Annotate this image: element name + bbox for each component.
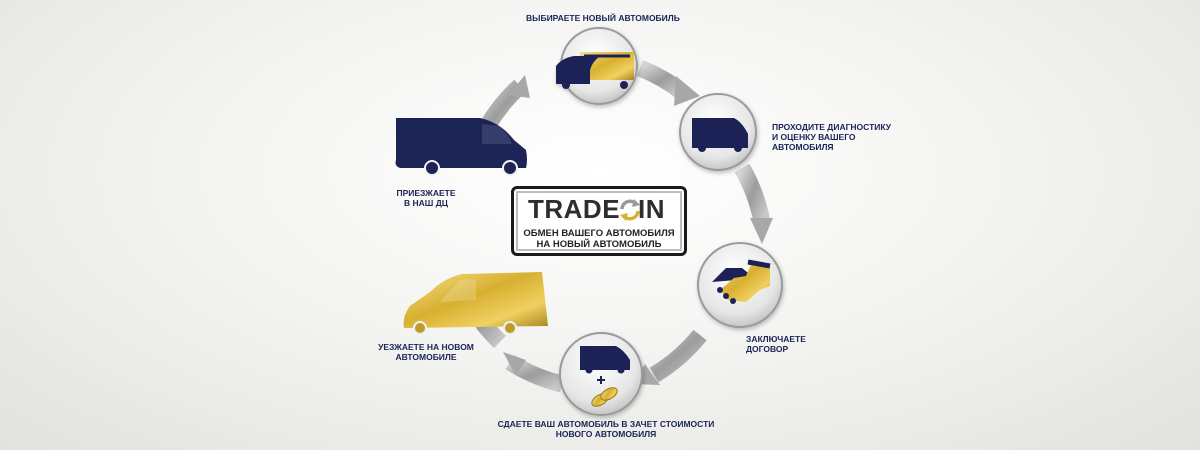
arrive-label: ПРИЕЗЖАЕТЕ В НАШ ДЦ	[386, 188, 466, 208]
trade-in-subtitle-line2: НА НОВЫЙ АВТОМОБИЛЬ	[536, 239, 662, 250]
arrowhead-1	[674, 76, 700, 106]
step-label-contract-line2: ДОГОВОР	[746, 344, 789, 354]
step-disc-handover	[559, 332, 643, 416]
step-label-choose: ВЫБИРАЕТЕ НОВЫЙ АВТОМОБИЛЬ	[526, 13, 680, 23]
step-disc-contract	[697, 242, 783, 328]
step-disc-choose	[556, 27, 638, 105]
step-label-contract: ЗАКЛЮЧАЕТЕ ДОГОВОР	[746, 334, 806, 354]
step-label-diagnose-line1: ПРОХОДИТЕ ДИАГНОСТИКУ	[772, 122, 892, 132]
trade-in-brand-left: TRADE	[528, 194, 621, 224]
van-new-icon	[556, 52, 634, 89]
handshake-icon	[712, 259, 771, 304]
ring-arc-3	[649, 329, 707, 383]
step-label-diagnose-line2: И ОЦЕНКУ ВАШЕГО	[772, 132, 856, 142]
gold-van-icon	[403, 272, 548, 335]
arrowhead-2	[750, 218, 773, 244]
ring-arc-2	[734, 163, 771, 224]
step-label-choose-line1: ВЫБИРАЕТЕ НОВЫЙ АВТОМОБИЛЬ	[526, 13, 680, 23]
step-label-diagnose: ПРОХОДИТЕ ДИАГНОСТИКУ И ОЦЕНКУ ВАШЕГО АВ…	[772, 122, 891, 152]
arrowhead-4	[503, 352, 526, 376]
leave-label: УЕЗЖАЕТЕ НА НОВОМ АВТОМОБИЛЕ	[366, 342, 486, 362]
arrowhead-5	[508, 75, 530, 98]
arrive-label-line1: ПРИЕЗЖАЕТЕ	[396, 188, 456, 198]
trade-in-badge: TRADE IN ОБМЕН ВАШЕГО АВТОМОБИЛЯ НА НОВЫ…	[511, 186, 687, 256]
trade-in-subtitle-line1: ОБМЕН ВАШЕГО АВТОМОБИЛЯ	[523, 228, 675, 239]
van-inspection-icon	[692, 118, 748, 152]
step-label-contract-line1: ЗАКЛЮЧАЕТЕ	[746, 334, 806, 344]
leave-label-line1: УЕЗЖАЕТЕ НА НОВОМ	[378, 342, 474, 352]
navy-van-icon	[395, 118, 527, 176]
step-label-handover-line2: НОВОГО АВТОМОБИЛЯ	[555, 429, 657, 439]
arrive-label-line2: В НАШ ДЦ	[404, 198, 448, 208]
step-label-handover: СДАЕТЕ ВАШ АВТОМОБИЛЬ В ЗАЧЕТ СТОИМОСТИ …	[490, 419, 722, 439]
leave-label-line2: АВТОМОБИЛЕ	[395, 352, 457, 362]
van-plus-coins-icon	[580, 346, 630, 407]
exchange-arrows-icon	[620, 199, 640, 221]
step-label-handover-line1: СДАЕТЕ ВАШ АВТОМОБИЛЬ В ЗАЧЕТ СТОИМОСТИ	[497, 419, 715, 429]
step-disc-diagnose	[679, 93, 757, 171]
trade-in-brand-right: IN	[638, 194, 665, 224]
step-label-diagnose-line3: АВТОМОБИЛЯ	[772, 142, 834, 152]
